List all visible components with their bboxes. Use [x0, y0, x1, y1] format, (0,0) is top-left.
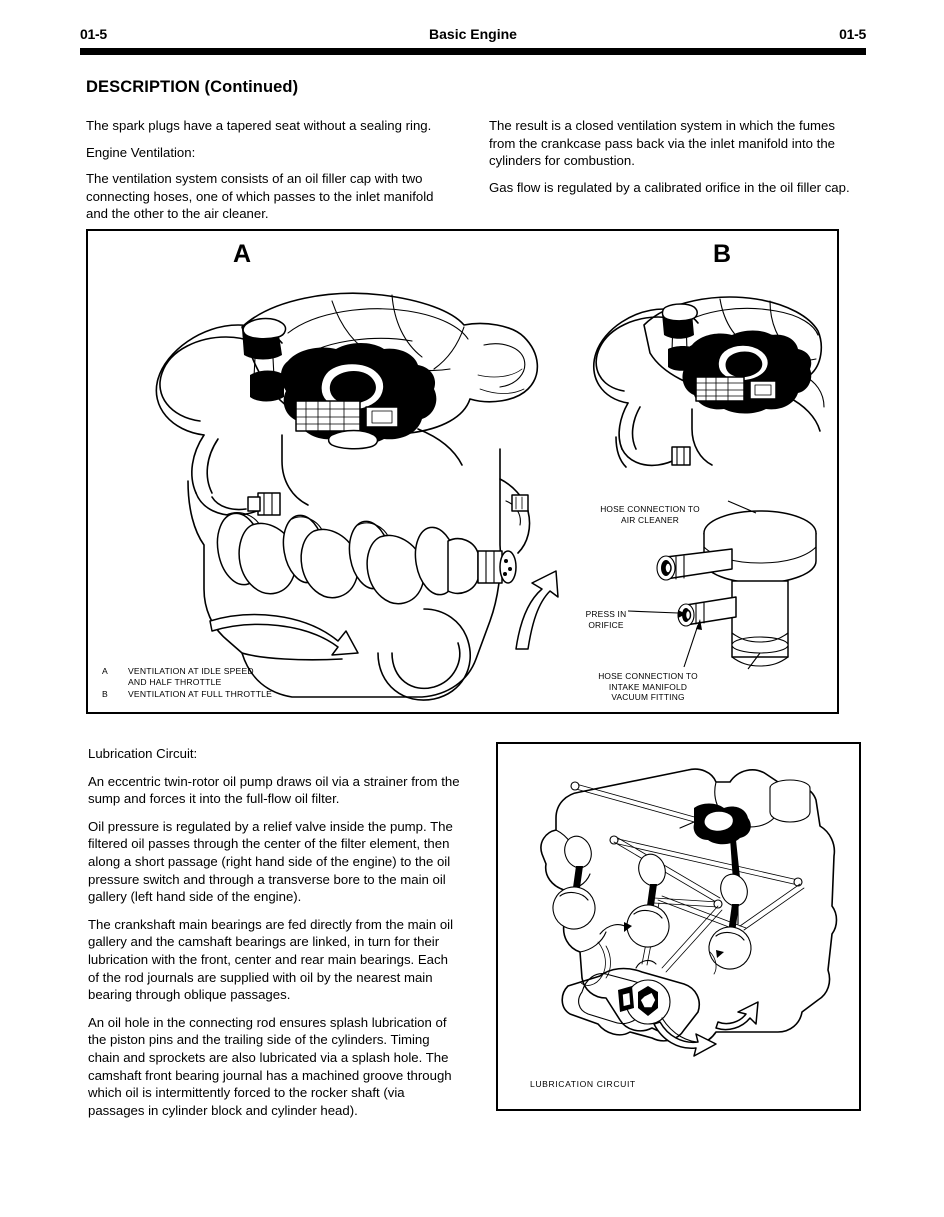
paragraph: An oil hole in the connecting rod ensure…	[88, 1014, 452, 1118]
callout-press-in-orifice: PRESS IN ORIFICE	[585, 609, 627, 630]
paragraph: The ventilation system consists of an oi…	[86, 171, 434, 221]
legend-key: B	[102, 688, 108, 699]
page-title: DESCRIPTION (Continued)	[86, 78, 299, 96]
paragraph: Oil pressure is regulated by a relief va…	[88, 818, 453, 905]
engine-ventilation-illustration-b	[593, 296, 825, 468]
lubrication-figure-caption: LUBRICATION CIRCUIT	[530, 1079, 636, 1089]
left-text-column: The spark plugs have a tapered seat with…	[86, 117, 458, 232]
figure-label-a: A	[233, 240, 252, 268]
paragraph: The result is a closed ventilation syste…	[489, 118, 835, 168]
callout-intake-manifold: HOSE CONNECTION TO INTAKE MANIFOLD VACUU…	[598, 671, 698, 702]
lubrication-text-column: Lubrication Circuit: An eccentric twin-r…	[88, 745, 460, 1129]
legend-row: B VENTILATION AT FULL THROTTLE	[102, 689, 272, 701]
legend-row: A VENTILATION AT IDLE SPEED AND HALF THR…	[102, 666, 272, 689]
page-header: 01-5 Basic Engine 01-5	[80, 26, 866, 58]
header-title: Basic Engine	[429, 26, 517, 42]
paragraph: Engine Ventilation:	[86, 144, 196, 160]
paragraph: The crankshaft main bearings are fed dir…	[88, 916, 454, 1003]
ventilation-figure: A B	[86, 229, 839, 714]
lubrication-circuit-illustration	[540, 768, 838, 1057]
paragraph: The spark plugs have a tapered seat with…	[86, 118, 432, 133]
paragraph: An eccentric twin-rotor oil pump draws o…	[88, 773, 460, 807]
oil-filler-cap-detail	[628, 500, 817, 670]
page-number-left: 01-5	[80, 26, 107, 42]
right-text-column: The result is a closed ventilation syste…	[489, 117, 861, 205]
engine-ventilation-illustration-a	[155, 292, 559, 701]
ventilation-figure-legend: A VENTILATION AT IDLE SPEED AND HALF THR…	[102, 666, 272, 701]
figure-label-b: B	[713, 240, 732, 268]
crankshaft-group	[216, 512, 517, 605]
bearing-journals	[552, 835, 752, 970]
callout-air-cleaner: HOSE CONNECTION TO AIR CLEANER	[600, 504, 700, 525]
lubrication-subheading: Lubrication Circuit:	[88, 746, 198, 761]
page-number-right: 01-5	[839, 26, 866, 42]
lubrication-figure: LUBRICATION CIRCUIT	[496, 742, 861, 1111]
legend-text: VENTILATION AT FULL THROTTLE	[128, 688, 273, 699]
header-divider-rule	[80, 48, 866, 55]
paragraph: Gas flow is regulated by a calibrated or…	[489, 179, 850, 195]
legend-text: VENTILATION AT IDLE SPEED AND HALF THROT…	[128, 665, 254, 688]
legend-key: A	[102, 665, 108, 676]
